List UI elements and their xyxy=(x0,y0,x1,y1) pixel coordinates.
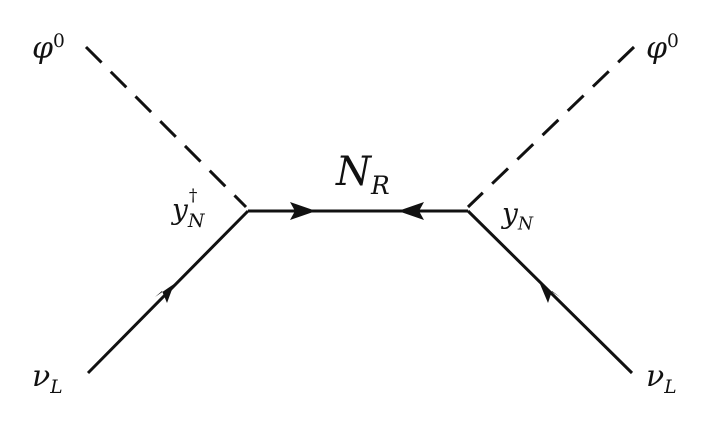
coupling-label-right: yN xyxy=(502,197,534,235)
coupling-label-left: y†N xyxy=(172,186,205,232)
phi-label-right: φ0 xyxy=(646,31,679,66)
arrow-up-right-icon xyxy=(155,284,174,303)
mediator-label: NR xyxy=(336,149,390,200)
nu-label-left: νL xyxy=(32,359,63,398)
phi-label-left: φ0 xyxy=(32,31,65,66)
nu-label-right: νL xyxy=(646,359,677,398)
scalar-line-right xyxy=(466,45,636,209)
scalar-line-left xyxy=(84,45,248,209)
arrow-left-icon xyxy=(398,202,424,220)
arrow-right-icon xyxy=(290,202,316,220)
arrow-up-left-icon xyxy=(540,284,560,303)
